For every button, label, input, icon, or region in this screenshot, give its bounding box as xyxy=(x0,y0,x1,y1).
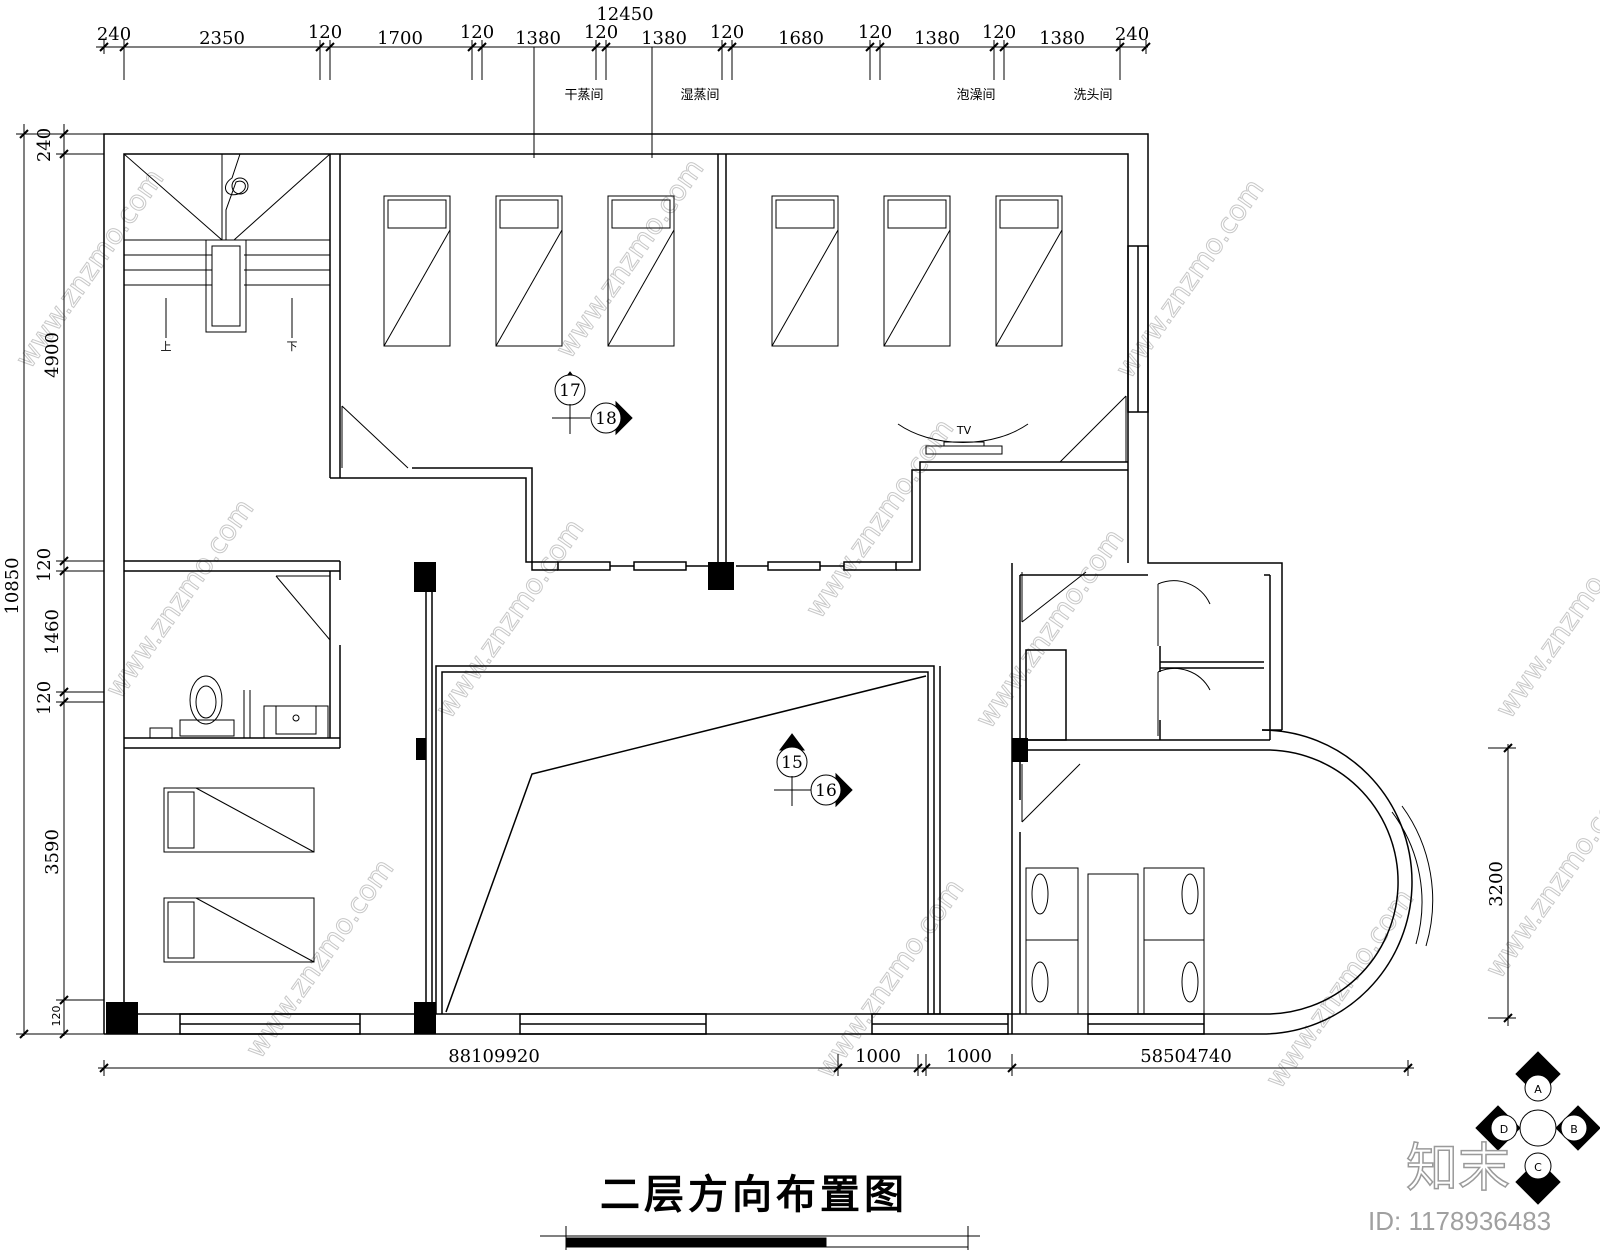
dim-label: 1380 xyxy=(914,28,960,49)
stair-down-label: 下 xyxy=(287,340,298,353)
dim-label: 240 xyxy=(1115,24,1149,45)
bottom-dimension-labels: 88109920 1000 1000 58504740 xyxy=(448,1046,1232,1067)
top-dimension-labels: 240 2350 120 1700 120 1380 120 1380 120 … xyxy=(97,22,1149,49)
dim-label: 1000 xyxy=(946,1046,992,1067)
watermark-text: www.znzmo.com xyxy=(99,493,261,704)
right-dimension-ticks xyxy=(1503,743,1513,1023)
dim-label: 240 xyxy=(97,24,131,45)
structural-columns xyxy=(106,562,1028,1034)
brand-logo: 知末 xyxy=(1406,1139,1510,1199)
compass-label-a: A xyxy=(1534,1083,1542,1096)
room-label-bath: 泡澡间 xyxy=(956,88,995,103)
dim-label: 1380 xyxy=(515,28,561,49)
dim-label: 120 xyxy=(34,681,55,715)
compass-rose xyxy=(1475,1051,1600,1205)
view-marker-15-16 xyxy=(774,733,853,808)
marker-label-16: 16 xyxy=(815,781,837,801)
staircase xyxy=(123,153,331,338)
drawing-title: 二层方向布置图 xyxy=(600,1171,908,1218)
view-marker-17-18 xyxy=(552,371,633,436)
compass-label-b: B xyxy=(1570,1123,1578,1136)
right-dimension-line xyxy=(1488,744,1516,1026)
watermark-text: www.znzmo.com xyxy=(9,163,171,374)
dim-label: 120 xyxy=(308,22,342,43)
watermark-text: www.znzmo.com xyxy=(1109,173,1271,384)
marker-label-17: 17 xyxy=(559,381,581,401)
compass-label-c: C xyxy=(1534,1161,1542,1174)
watermark-text: www.znzmo.com xyxy=(239,853,401,1064)
watermark-text: www.znzmo.com xyxy=(1259,883,1421,1094)
left-dimension-ticks xyxy=(19,129,69,1039)
scale-bar xyxy=(540,1226,980,1250)
watermark-text: www.znzmo.com xyxy=(549,153,711,364)
watermark-id: ID: 1178936483 xyxy=(1368,1206,1551,1236)
room-label-wet-sauna: 湿蒸间 xyxy=(680,88,719,103)
left-total-dimension: 10850 xyxy=(2,557,23,614)
wash-basins xyxy=(1025,867,1205,1015)
bedroom-beds xyxy=(163,787,315,963)
watermark-text: www.znzmo.com xyxy=(969,523,1131,734)
tv-label: TV xyxy=(956,424,972,437)
room-label-dry-sauna: 干蒸间 xyxy=(564,88,603,103)
dim-label: 120 xyxy=(584,22,618,43)
watermark-text: www.znzmo.com xyxy=(429,513,591,724)
toilet-fixtures xyxy=(149,675,329,739)
left-dimension-labels: 240 4900 120 1460 120 3590 120 xyxy=(34,128,63,1027)
dim-label: 120 xyxy=(460,22,494,43)
dim-label: 2350 xyxy=(199,28,245,49)
dim-label: 1700 xyxy=(377,28,423,49)
dim-label: 120 xyxy=(858,22,892,43)
dim-label: 120 xyxy=(34,548,55,582)
watermark-layer: www.znzmo.com www.znzmo.com www.znzmo.co… xyxy=(8,152,1600,1094)
dim-label: 120 xyxy=(710,22,744,43)
dim-label: 1680 xyxy=(778,28,824,49)
dim-label: 1000 xyxy=(855,1046,901,1067)
watermark-text: www.znzmo.com xyxy=(1489,513,1600,724)
right-dimension-label: 3200 xyxy=(1486,861,1507,907)
bay-window xyxy=(1391,805,1434,947)
room-label-hair-wash: 洗头间 xyxy=(1073,88,1112,103)
dim-label: 120 xyxy=(982,22,1016,43)
dim-label: 1380 xyxy=(1039,28,1085,49)
dim-label: 120 xyxy=(50,1006,63,1027)
sauna-beds xyxy=(383,195,1063,347)
watermark-text: www.znzmo.com xyxy=(799,413,961,624)
dim-label: 240 xyxy=(34,128,55,162)
doors xyxy=(275,395,1211,823)
dim-label: 58504740 xyxy=(1140,1046,1232,1067)
dim-label: 88109920 xyxy=(448,1046,540,1067)
marker-label-15: 15 xyxy=(781,753,803,773)
top-dimension-ticks xyxy=(99,42,1151,52)
dim-label: 4900 xyxy=(42,332,63,378)
bottom-dimension-ticks xyxy=(99,1063,1413,1073)
tv-unit xyxy=(897,423,1029,455)
compass-label-d: D xyxy=(1500,1123,1508,1136)
dim-label: 1460 xyxy=(42,609,63,655)
marker-label-18: 18 xyxy=(595,409,617,429)
dim-label: 3590 xyxy=(42,829,63,875)
top-total-dimension: 12450 xyxy=(596,4,653,25)
stair-up-label: 上 xyxy=(161,340,172,353)
dim-label: 1380 xyxy=(641,28,687,49)
